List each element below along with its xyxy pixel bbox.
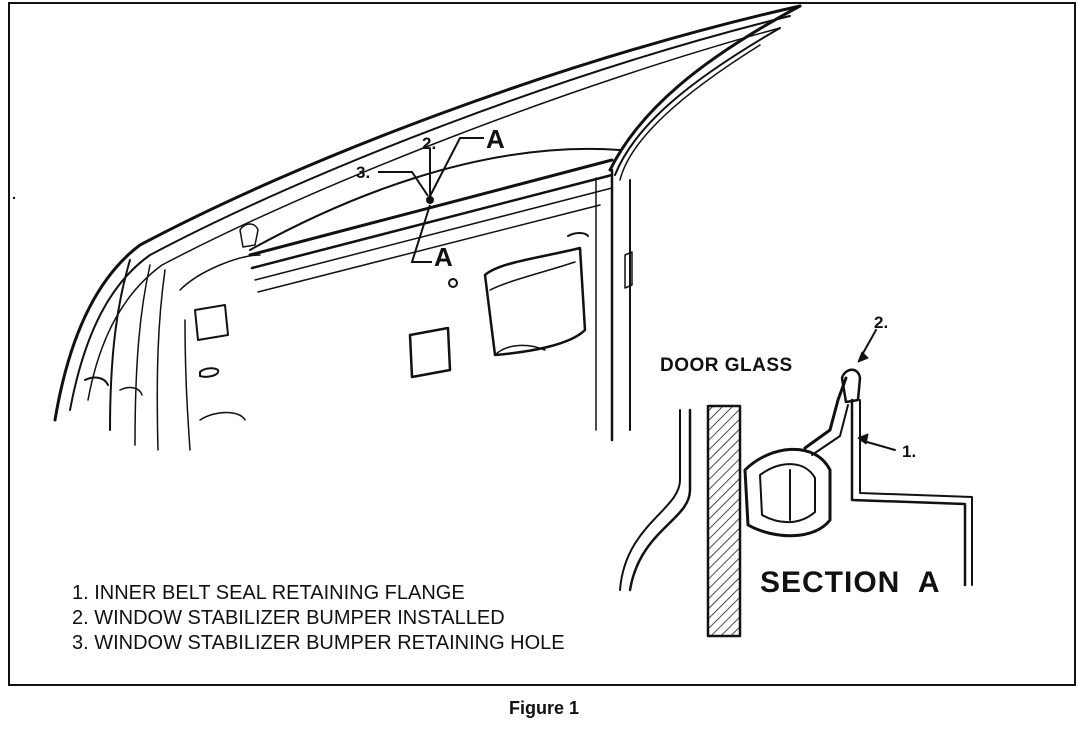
section-marker-a-top: A: [486, 124, 505, 154]
door-callout-leaders: [378, 137, 484, 263]
figure-caption: Figure 1: [508, 698, 579, 718]
section-a-title: SECTION A: [760, 566, 941, 599]
callout-2-door: 2.: [422, 134, 437, 153]
legend-item-3: 3. WINDOW STABILIZER BUMPER RETAINING HO…: [72, 632, 565, 654]
callout-2-section: 2.: [874, 313, 889, 332]
callout-3-door: 3.: [356, 163, 371, 182]
door-frame-drawing: [53, 4, 802, 451]
legend-item-2: 2. WINDOW STABILIZER BUMPER INSTALLED: [72, 607, 505, 629]
section-a-drawing: [619, 329, 973, 638]
callout-1-section: 1.: [902, 442, 917, 461]
legend: 1. INNER BELT SEAL RETAINING FLANGE 2. W…: [72, 581, 565, 656]
stray-dot: [12, 196, 16, 200]
legend-item-1: 1. INNER BELT SEAL RETAINING FLANGE: [72, 582, 465, 604]
door-glass-label: DOOR GLASS: [660, 355, 793, 376]
section-marker-a-bottom: A: [434, 242, 453, 272]
figure-frame: [8, 2, 1076, 686]
